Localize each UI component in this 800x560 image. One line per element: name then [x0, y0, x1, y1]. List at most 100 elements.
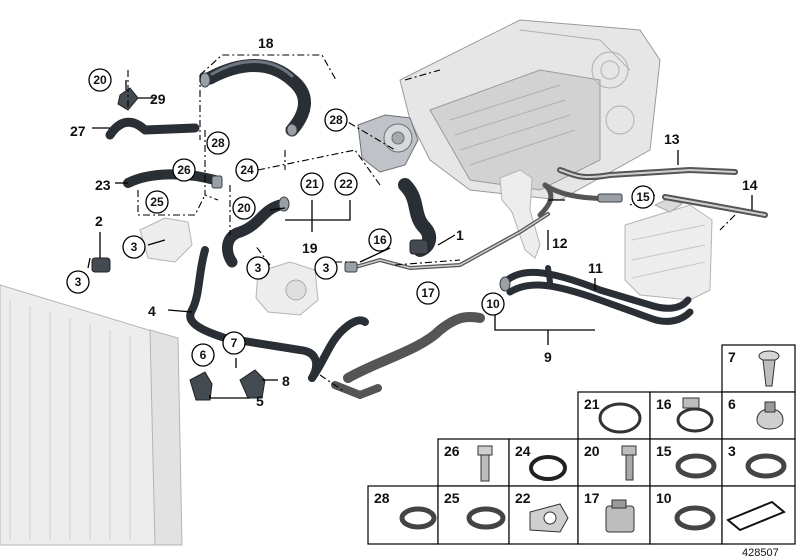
engine-block: [399, 19, 661, 201]
table-cell-3: 3: [721, 438, 796, 487]
callout-29: 29: [150, 91, 166, 107]
table-cell-7: 7: [721, 344, 796, 393]
svg-text:3: 3: [131, 240, 138, 254]
plain-labels: 18 29 27 23 2 19 1 4 8 5 13 14 12 11 9: [70, 35, 758, 409]
circle-callout-20b: 20: [232, 196, 256, 220]
table-cell-24: 24: [508, 438, 579, 487]
table-cell-17: 17: [577, 485, 651, 545]
circle-callout-21: 21: [300, 172, 324, 196]
svg-text:26: 26: [177, 163, 191, 177]
svg-text:17: 17: [584, 490, 600, 506]
arrow-icon: [726, 500, 786, 532]
svg-text:20: 20: [93, 73, 107, 87]
gasket-icon: [529, 503, 569, 533]
bracket-clip-icon: [756, 401, 784, 430]
svg-text:22: 22: [515, 490, 531, 506]
document-id: 428507: [742, 547, 779, 559]
hose-clamp-icon: [745, 453, 787, 479]
table-cell-25: 25: [437, 485, 510, 545]
svg-text:25: 25: [444, 490, 460, 506]
svg-text:16: 16: [656, 396, 672, 412]
callout-12: 12: [552, 235, 568, 251]
circle-callout-3d: 3: [314, 256, 338, 280]
callout-5: 5: [256, 393, 264, 409]
svg-text:7: 7: [231, 336, 238, 350]
svg-text:21: 21: [305, 177, 319, 191]
svg-text:10: 10: [486, 297, 500, 311]
callout-4: 4: [148, 303, 156, 319]
callout-1: 1: [456, 227, 464, 243]
circle-callout-3a: 3: [122, 235, 146, 259]
radiator: [0, 284, 183, 546]
callout-13: 13: [664, 131, 680, 147]
hose-clamp-icon: [399, 506, 437, 530]
callout-9: 9: [544, 349, 552, 365]
bolt-icon: [477, 445, 493, 482]
svg-text:3: 3: [323, 261, 330, 275]
table-cell-6: 6: [721, 391, 796, 440]
circle-callout-28a: 28: [206, 131, 230, 155]
table-cell-20: 20: [577, 438, 651, 487]
table-cell-26: 26: [437, 438, 510, 487]
callout-11: 11: [588, 260, 603, 276]
circle-callout-7: 7: [222, 331, 246, 355]
svg-text:6: 6: [728, 396, 736, 412]
lower-return-pipe: [331, 311, 485, 400]
svg-text:3: 3: [255, 261, 262, 275]
svg-text:24: 24: [515, 443, 531, 459]
table-cell-21: 21: [577, 391, 651, 440]
reservoir: [499, 169, 541, 259]
connector-icon: [605, 499, 635, 533]
valve-clamp-icon: [676, 397, 714, 433]
circle-callout-6: 6: [191, 343, 215, 367]
table-cell-10: 10: [649, 485, 723, 545]
circle-callout-10: 10: [481, 292, 505, 316]
circle-callout-3b: 3: [66, 270, 90, 294]
screw-icon: [621, 445, 637, 481]
table-cell-15: 15: [649, 438, 723, 487]
circle-callout-17: 17: [416, 281, 440, 305]
circle-callout-25: 25: [145, 190, 169, 214]
callout-14: 14: [742, 177, 758, 193]
callout-23: 23: [95, 177, 111, 193]
svg-text:10: 10: [656, 490, 672, 506]
parts-table: 7 21 16 6: [367, 344, 796, 545]
circle-callout-16: 16: [368, 228, 392, 252]
circled-labels: 20 28 28 26 24 25 21 22 20 3 3 3 3 16 17…: [66, 68, 655, 367]
svg-text:16: 16: [373, 233, 387, 247]
circle-callout-24: 24: [235, 158, 259, 182]
svg-text:26: 26: [444, 443, 460, 459]
clip-icon: [758, 350, 780, 387]
svg-text:15: 15: [636, 190, 650, 204]
svg-text:28: 28: [211, 136, 225, 150]
circle-callout-26: 26: [172, 158, 196, 182]
circle-callout-22: 22: [334, 172, 358, 196]
aux-pump: [255, 261, 319, 316]
circle-callout-20a: 20: [88, 68, 112, 92]
svg-text:15: 15: [656, 443, 672, 459]
table-cell-28: 28: [367, 485, 439, 545]
table-cell-arrow: [721, 485, 796, 545]
svg-text:17: 17: [421, 286, 435, 300]
circle-callout-28b: 28: [324, 108, 348, 132]
callout-19: 19: [302, 240, 318, 256]
hose-clamp-icon: [466, 506, 506, 530]
callout-2: 2: [95, 213, 103, 229]
svg-text:28: 28: [374, 490, 390, 506]
svg-text:7: 7: [728, 349, 736, 365]
callout-27: 27: [70, 123, 86, 139]
svg-text:20: 20: [584, 443, 600, 459]
small-parts: [91, 72, 623, 401]
svg-text:21: 21: [584, 396, 600, 412]
svg-text:28: 28: [329, 113, 343, 127]
callout-8: 8: [282, 373, 290, 389]
svg-text:25: 25: [150, 195, 164, 209]
svg-text:24: 24: [240, 163, 254, 177]
hose-clamp-icon: [674, 505, 716, 531]
circle-callout-3c: 3: [246, 256, 270, 280]
seal-ring-icon: [529, 455, 567, 481]
flange-ghost: [139, 217, 193, 263]
hose-clamp-icon: [675, 453, 717, 479]
o-ring-icon: [598, 402, 642, 434]
